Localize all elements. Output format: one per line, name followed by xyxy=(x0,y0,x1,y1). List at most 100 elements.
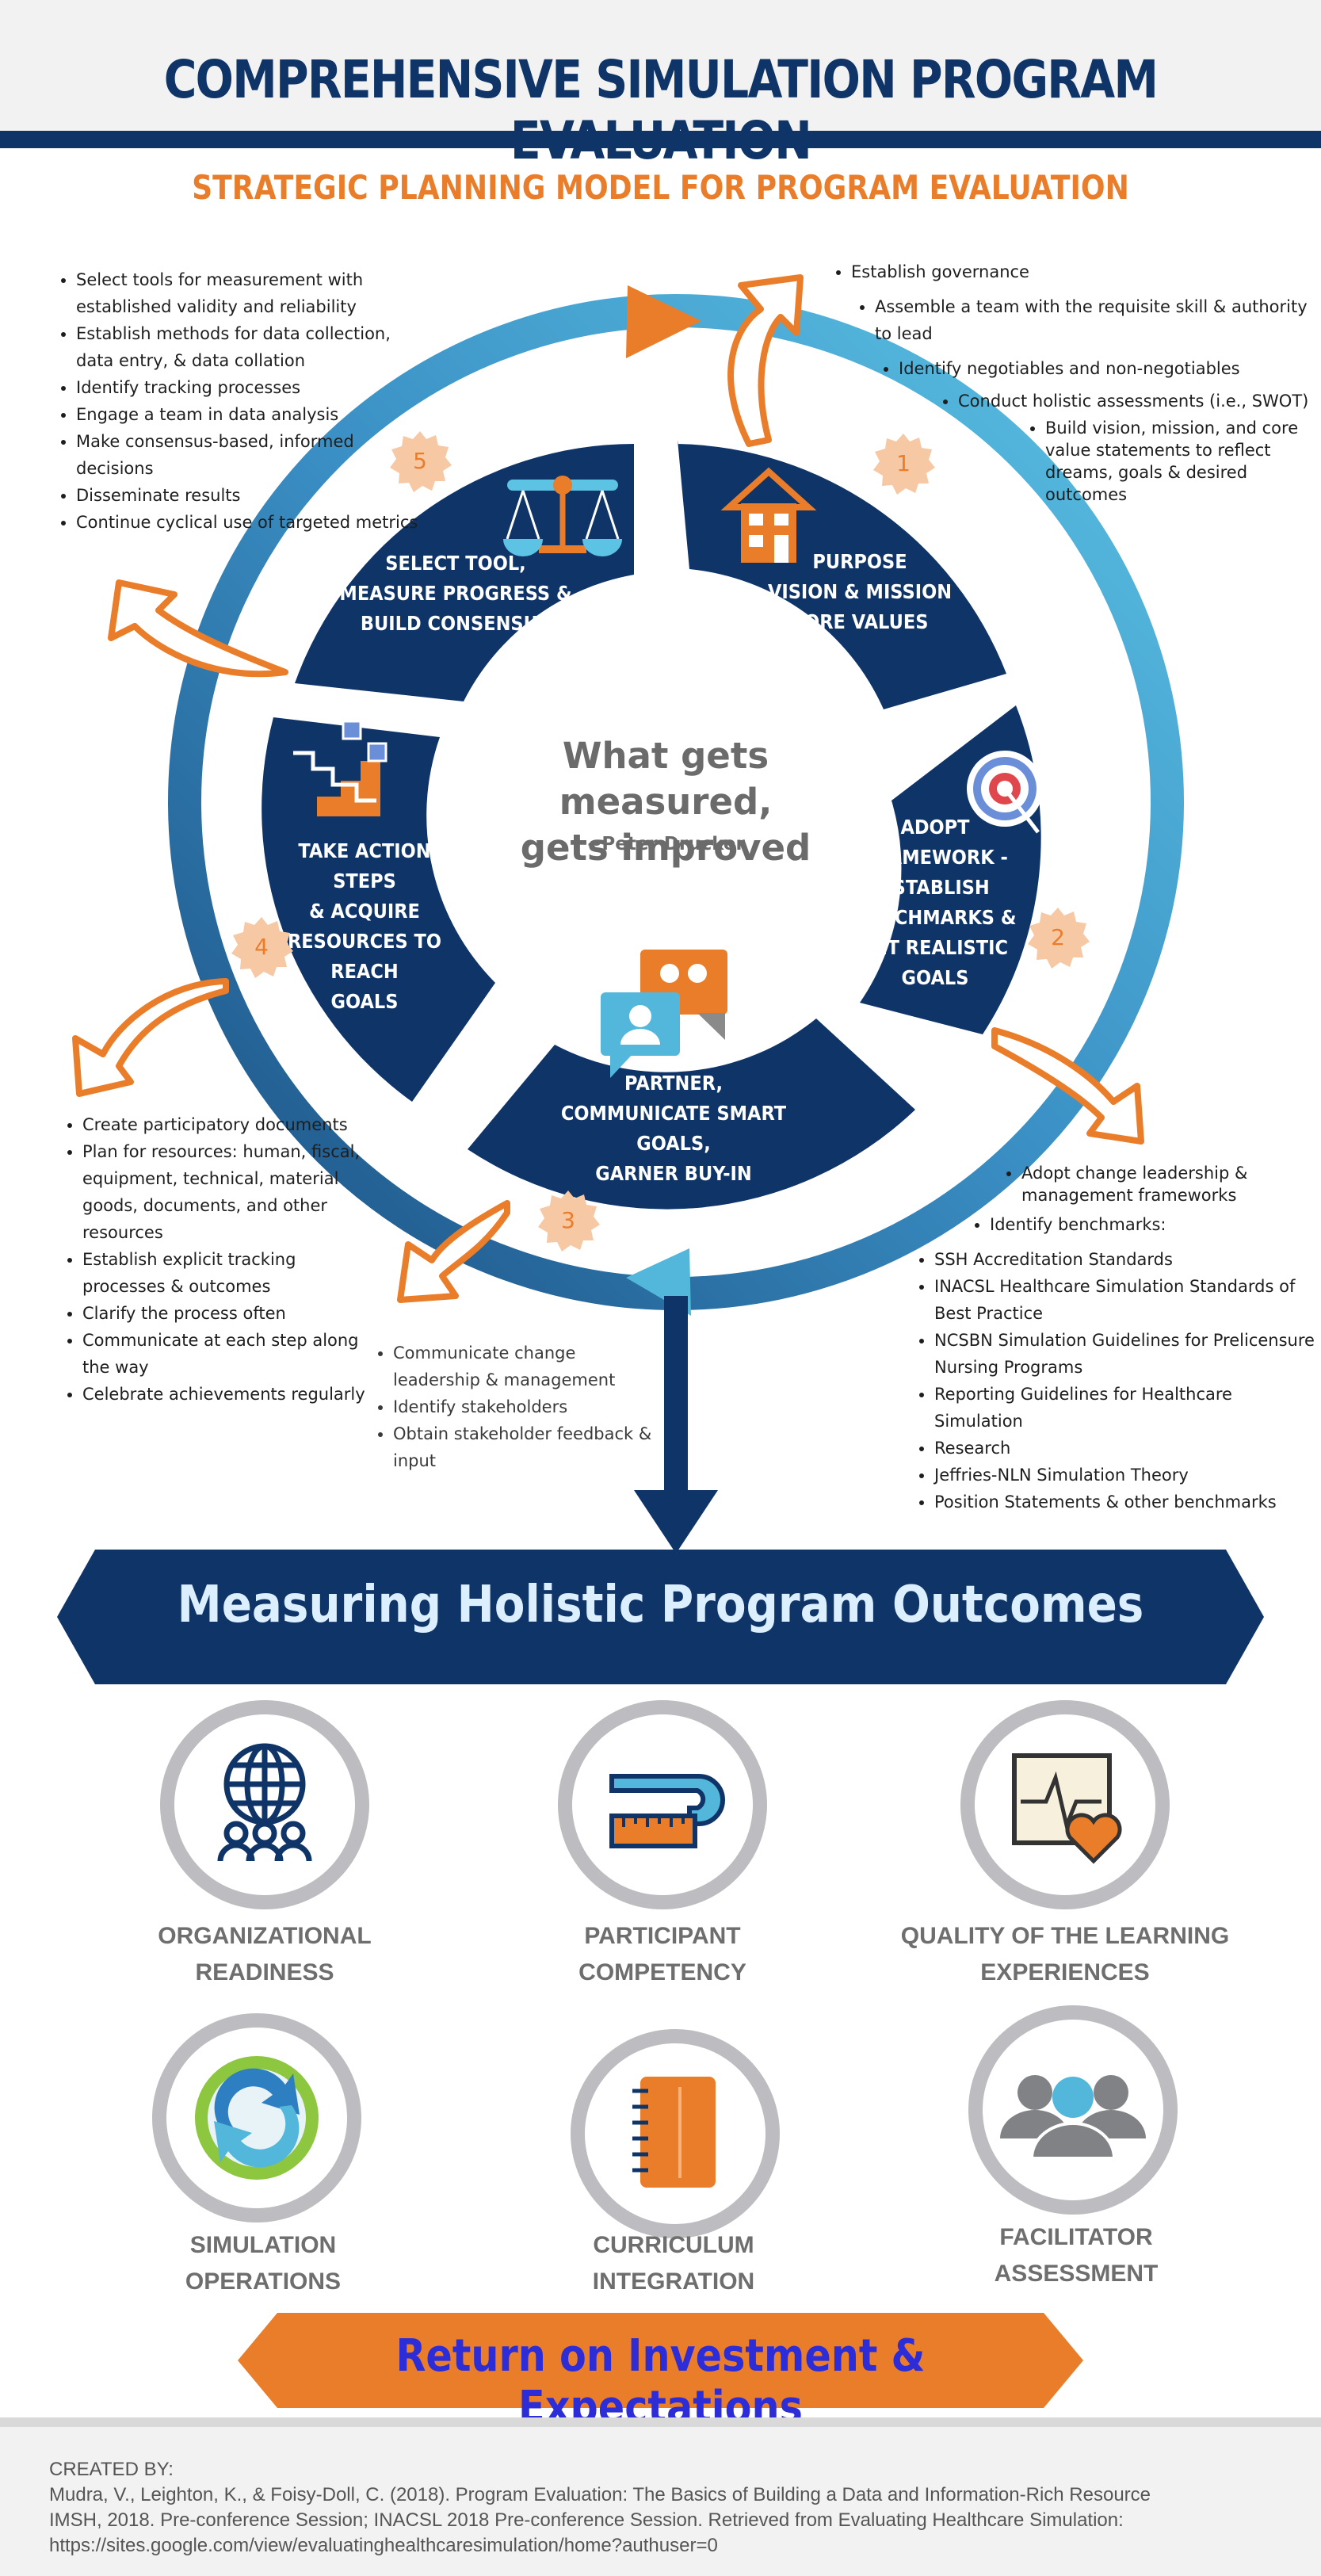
curved-arrow-step1 xyxy=(727,274,804,447)
step-number: 3 xyxy=(561,1207,575,1233)
note-item: Establish governance xyxy=(851,258,1321,285)
segment-5-line: MEASURE PROGRESS & xyxy=(339,582,572,605)
segment-4-label: TAKE ACTION STEPS & ACQUIRE RESOURCES TO… xyxy=(269,836,461,1017)
step-badge-5: 5 xyxy=(388,430,452,493)
segment-2-line: BENCHMARKS & xyxy=(853,906,1017,929)
segment-4-line: & ACQUIRE xyxy=(309,900,420,923)
note-item: Assemble a team with the requisite skill… xyxy=(875,293,1321,347)
ring-arrow-top xyxy=(626,285,701,358)
note-item: Build vision, mission, and core value st… xyxy=(1045,417,1321,506)
outcome-label-line: EXPERIENCES xyxy=(980,1959,1150,1986)
header-divider xyxy=(0,131,1321,148)
citation-link[interactable]: https://sites.google.com/view/evaluating… xyxy=(49,2535,718,2556)
outcome-label-organizational-readiness: ORGANIZATIONAL READINESS xyxy=(90,1918,439,1991)
outcome-circle xyxy=(968,2005,1178,2215)
segment-5-shape xyxy=(295,444,634,701)
quote-line: gets improved xyxy=(520,827,811,869)
segment-4-line: GOALS xyxy=(330,990,399,1013)
center-quote: What gets measured, gets improved xyxy=(468,733,864,871)
segment-3-line: GARNER BUY-IN xyxy=(595,1162,752,1185)
note-item: Research xyxy=(934,1435,1321,1462)
down-arrow-head xyxy=(634,1490,718,1554)
outcome-label-line: COMPETENCY xyxy=(578,1959,746,1986)
note-item: NCSBN Simulation Guidelines for Prelicen… xyxy=(934,1327,1321,1381)
notes-step2: Adopt change leadership & management fra… xyxy=(907,1162,1321,1515)
outcome-label-line: INTEGRATION xyxy=(592,2268,755,2295)
step-number: 4 xyxy=(254,934,269,960)
segment-5-line: SELECT TOOL, xyxy=(385,552,526,575)
curved-arrow-step2 xyxy=(991,1027,1144,1145)
banner-title: Measuring Holistic Program Outcomes xyxy=(177,1576,1144,1634)
roi-banner xyxy=(238,2313,1083,2408)
segment-3-label: PARTNER, COMMUNICATE SMART GOALS, GARNER… xyxy=(531,1068,816,1189)
note-item: Reporting Guidelines for Healthcare Simu… xyxy=(934,1381,1321,1435)
header-band xyxy=(0,0,1321,131)
citation-line: Mudra, V., Leighton, K., & Foisy-Doll, C… xyxy=(49,2484,1151,2505)
segment-2-line: ADOPT xyxy=(900,816,970,839)
segment-2-line: GOALS xyxy=(901,966,969,989)
outcome-label-line: QUALITY OF THE LEARNING xyxy=(900,1923,1230,1949)
step-badge-1: 1 xyxy=(872,432,935,495)
notes-step5: Select tools for measurement with establ… xyxy=(49,266,425,536)
step-number: 1 xyxy=(896,450,911,476)
segment-1-line: CORE VALUES xyxy=(791,610,929,633)
note-item: Communicate change leadership & manageme… xyxy=(393,1340,655,1393)
curved-arrow-step4 xyxy=(72,978,229,1097)
notes-step3: Communicate change leadership & manageme… xyxy=(366,1340,655,1474)
segment-1-line: PURPOSE xyxy=(812,550,907,573)
outcome-label-line: READINESS xyxy=(195,1959,334,1986)
segment-4-line: REACH xyxy=(330,960,399,983)
group-icon xyxy=(1000,2075,1146,2160)
note-item: Engage a team in data analysis xyxy=(76,401,425,428)
target-icon xyxy=(967,751,1043,834)
quote-line: What gets measured, xyxy=(559,735,773,823)
notes-step1: Establish governance Assemble a team wit… xyxy=(824,258,1321,506)
note-item: Plan for resources: human, fiscal, equip… xyxy=(82,1138,376,1246)
note-item: INACSL Healthcare Simulation Standards o… xyxy=(934,1273,1321,1327)
note-item: Conduct holistic assessments (i.e., SWOT… xyxy=(958,390,1321,412)
roi-title: Return on Investment & Expectations xyxy=(395,2330,926,2433)
refresh-globe-icon xyxy=(195,2056,319,2180)
segment-3-line: PARTNER, xyxy=(624,1072,723,1095)
note-item: Select tools for measurement with establ… xyxy=(76,266,425,320)
segment-5-line: BUILD CONSENSUS xyxy=(360,612,552,635)
note-item: Identify tracking processes xyxy=(76,374,425,401)
citation: CREATED BY: Mudra, V., Leighton, K., & F… xyxy=(49,2457,1285,2559)
note-item: Establish methods for data collection, d… xyxy=(76,320,425,374)
tape-measure-icon xyxy=(609,1774,725,1848)
outcome-label-line: PARTICIPANT xyxy=(584,1923,741,1949)
segment-2-label: ADOPT FRAMEWORK - ESTABLISH BENCHMARKS &… xyxy=(853,812,1017,993)
step-number: 5 xyxy=(413,448,427,474)
note-item: Disseminate results xyxy=(76,482,425,509)
outcome-label-line: OPERATIONS xyxy=(185,2268,342,2295)
note-item: Position Statements & other benchmarks xyxy=(934,1489,1321,1515)
page-subtitle: STRATEGIC PLANNING MODEL FOR PROGRAM EVA… xyxy=(192,168,1129,207)
cycle-diagram xyxy=(72,274,1184,1554)
citation-line: IMSH, 2018. Pre-conference Session; INAC… xyxy=(49,2509,1124,2531)
stairs-icon xyxy=(293,720,388,816)
segment-5-label: SELECT TOOL, MEASURE PROGRESS & BUILD CO… xyxy=(338,548,574,639)
outcome-label-learning-quality: QUALITY OF THE LEARNING EXPERIENCES xyxy=(891,1918,1239,1991)
outcome-label-line: SIMULATION xyxy=(189,2232,337,2258)
note-item: Identify negotiables and non-negotiables xyxy=(899,355,1321,382)
segment-4-line: TAKE ACTION STEPS xyxy=(298,839,431,892)
note-item: Make consensus-based, informed decisions xyxy=(76,428,425,482)
outcome-label-participant-competency: PARTICIPANT COMPETENCY xyxy=(488,1918,837,1991)
outcome-circle xyxy=(160,1700,369,1909)
segment-2-line: ESTABLISH xyxy=(880,876,990,899)
segment-3-line: COMMUNICATE SMART GOALS, xyxy=(560,1102,787,1155)
note-item: Identify benchmarks: xyxy=(990,1211,1321,1238)
scales-icon xyxy=(503,476,622,556)
step-badge-4: 4 xyxy=(230,915,293,979)
heart-monitor-icon xyxy=(1012,1753,1122,1864)
outcome-label-line: ASSESSMENT xyxy=(994,2261,1159,2287)
quote-author: ~Peter Drucker xyxy=(586,834,745,854)
outcome-label-facilitator-assessment: FACILITATOR ASSESSMENT xyxy=(902,2219,1250,2292)
step-number: 2 xyxy=(1051,924,1065,950)
note-item: Adopt change leadership & management fra… xyxy=(1021,1162,1321,1206)
note-item: Establish explicit tracking processes & … xyxy=(82,1246,376,1300)
curved-arrow-step5 xyxy=(108,579,288,678)
note-item: Identify stakeholders xyxy=(393,1393,655,1420)
down-arrow-shaft xyxy=(664,1296,688,1494)
notebook-icon xyxy=(632,2077,716,2188)
